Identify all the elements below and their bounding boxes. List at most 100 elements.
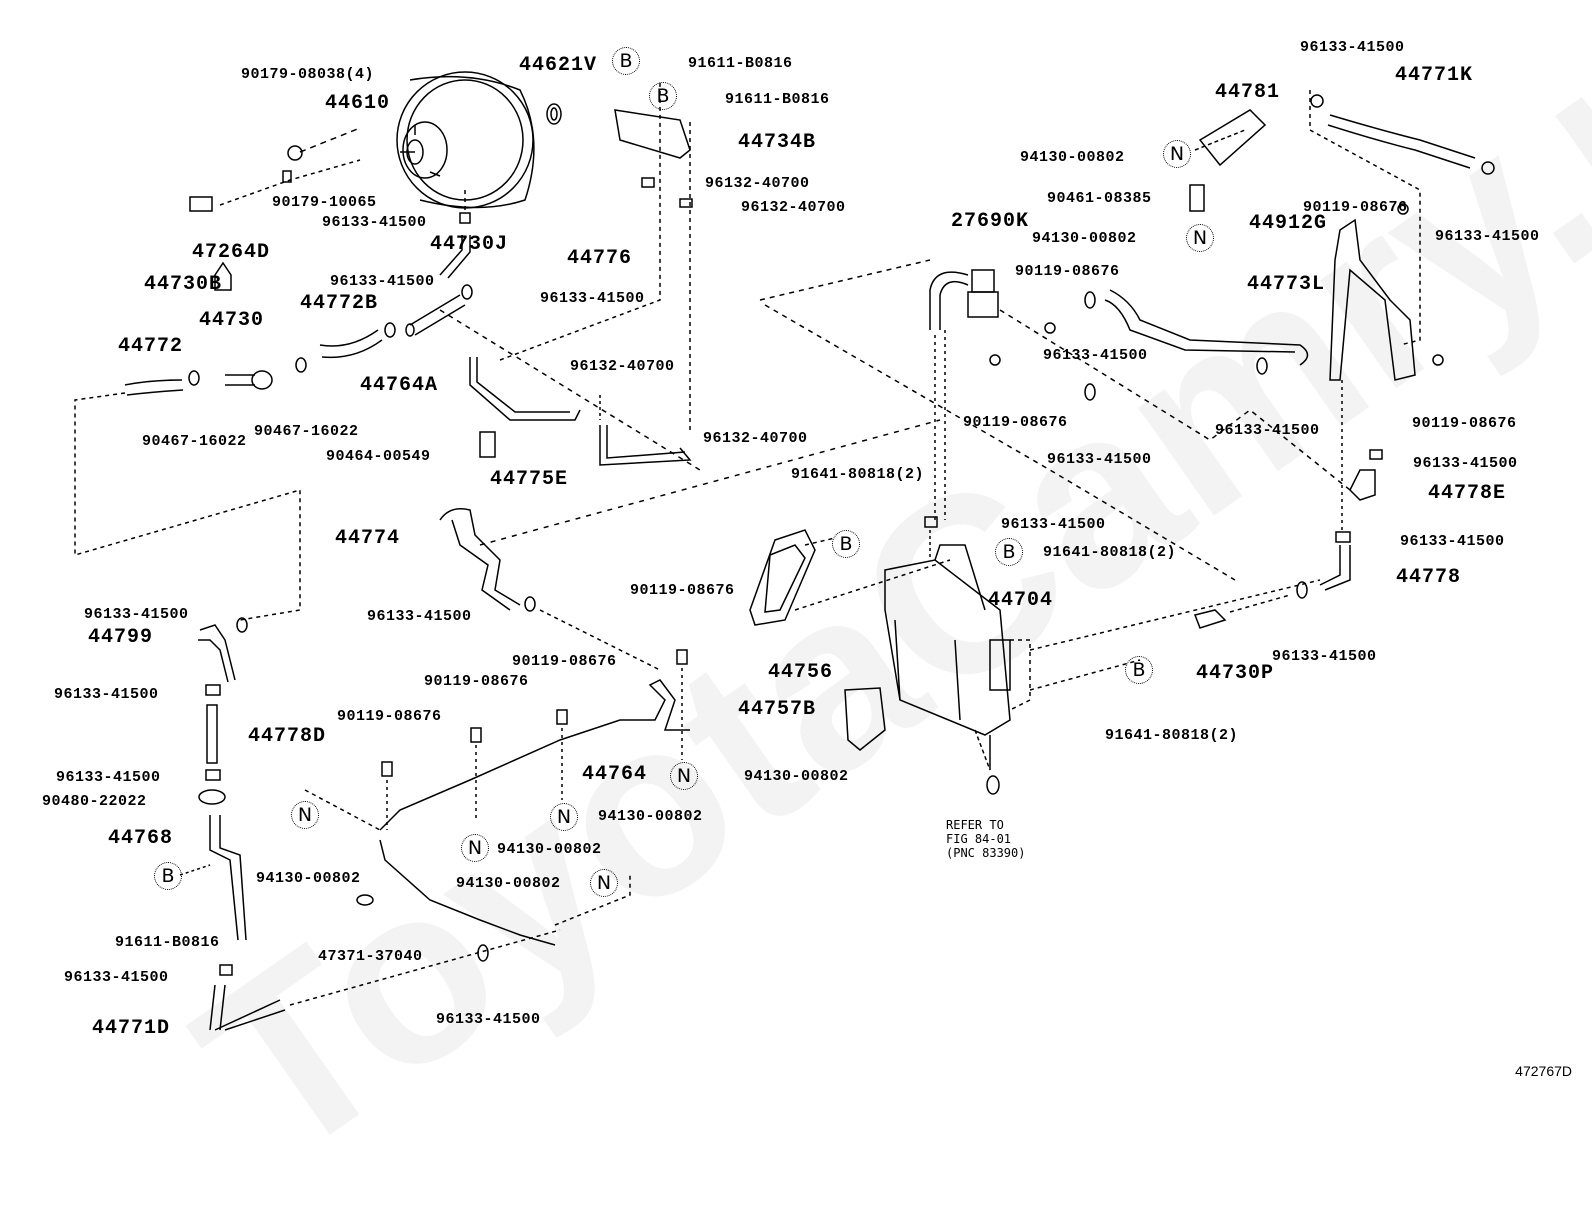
- part-label-96133-41500[interactable]: 96133-41500: [330, 273, 435, 290]
- part-label-91611-B0816[interactable]: 91611-B0816: [725, 91, 830, 108]
- part-label-96133-41500[interactable]: 96133-41500: [436, 1011, 541, 1028]
- brake-booster-part: [396, 71, 535, 209]
- part-label-90179-08038[interactable]: 90179-08038(4): [241, 66, 375, 83]
- part-label-96132-40700[interactable]: 96132-40700: [741, 199, 846, 216]
- part-label-91641-80818[interactable]: 91641-80818(2): [1105, 727, 1239, 744]
- part-label-44756[interactable]: 44756: [768, 661, 834, 684]
- part-label-96132-40700[interactable]: 96132-40700: [570, 358, 675, 375]
- part-label-44621V[interactable]: 44621V: [519, 54, 598, 77]
- part-label-44771D[interactable]: 44771D: [92, 1017, 171, 1040]
- part-label-91611-B0816[interactable]: 91611-B0816: [115, 934, 220, 951]
- part-label-90119-08676[interactable]: 90119-08676: [963, 414, 1068, 431]
- part-label-44764A[interactable]: 44764A: [360, 374, 439, 397]
- callout-B: B: [995, 538, 1023, 566]
- part-label-44730P[interactable]: 44730P: [1196, 662, 1275, 685]
- callout-N: N: [461, 834, 489, 862]
- part-label-90119-08676[interactable]: 90119-08676: [337, 708, 442, 725]
- part-label-44776[interactable]: 44776: [567, 247, 633, 270]
- bracket-part: [614, 109, 691, 159]
- part-label-44610[interactable]: 44610: [325, 92, 391, 115]
- part-label-96133-41500[interactable]: 96133-41500: [367, 608, 472, 625]
- part-label-94130-00802[interactable]: 94130-00802: [256, 870, 361, 887]
- part-label-47264D[interactable]: 47264D: [192, 241, 271, 264]
- callout-N: N: [1163, 140, 1191, 168]
- callout-B: B: [154, 862, 182, 890]
- part-label-96133-41500[interactable]: 96133-41500: [1043, 347, 1148, 364]
- part-label-44771K[interactable]: 44771K: [1395, 64, 1474, 87]
- part-label-90467-16022[interactable]: 90467-16022: [254, 423, 359, 440]
- part-label-44730B[interactable]: 44730B: [144, 273, 223, 296]
- callout-B: B: [832, 530, 860, 558]
- callout-N: N: [550, 803, 578, 831]
- reference-note-line1: REFER TO: [946, 818, 1004, 832]
- part-label-96132-40700[interactable]: 96132-40700: [705, 175, 810, 192]
- part-label-96133-41500[interactable]: 96133-41500: [540, 290, 645, 307]
- part-label-90119-08676[interactable]: 90119-08676: [424, 673, 529, 690]
- part-label-44730[interactable]: 44730: [199, 309, 265, 332]
- part-label-90119-08676[interactable]: 90119-08676: [1303, 199, 1408, 216]
- part-label-47371-37040[interactable]: 47371-37040: [318, 948, 423, 965]
- bolts: [381, 649, 688, 777]
- part-label-96132-40700[interactable]: 96132-40700: [703, 430, 808, 447]
- callout-N: N: [1186, 224, 1214, 252]
- part-label-90119-08676[interactable]: 90119-08676: [512, 653, 617, 670]
- part-label-91611-B0816[interactable]: 91611-B0816: [688, 55, 793, 72]
- part-label-44768[interactable]: 44768: [108, 827, 174, 850]
- part-label-44778D[interactable]: 44778D: [248, 725, 327, 748]
- part-label-96133-41500[interactable]: 96133-41500: [84, 606, 189, 623]
- part-label-96133-41500[interactable]: 96133-41500: [1400, 533, 1505, 550]
- callout-N: N: [590, 869, 618, 897]
- part-label-94130-00802[interactable]: 94130-00802: [456, 875, 561, 892]
- figure-id: 472767D: [1515, 1063, 1572, 1079]
- part-label-44730J[interactable]: 44730J: [430, 233, 509, 256]
- part-label-90119-08676[interactable]: 90119-08676: [1015, 263, 1120, 280]
- part-label-44774[interactable]: 44774: [335, 527, 401, 550]
- part-label-90480-22022[interactable]: 90480-22022: [42, 793, 147, 810]
- part-label-44773L[interactable]: 44773L: [1247, 273, 1326, 296]
- part-label-44734B[interactable]: 44734B: [738, 131, 817, 154]
- part-label-90461-08385[interactable]: 90461-08385: [1047, 190, 1152, 207]
- part-label-44772[interactable]: 44772: [118, 335, 184, 358]
- part-label-44764[interactable]: 44764: [582, 763, 648, 786]
- part-label-90467-16022[interactable]: 90467-16022: [142, 433, 247, 450]
- part-label-96133-41500[interactable]: 96133-41500: [1300, 39, 1405, 56]
- part-label-44778[interactable]: 44778: [1396, 566, 1462, 589]
- part-label-27690K[interactable]: 27690K: [951, 210, 1030, 233]
- parts-diagram-drawing: [74, 71, 1495, 1031]
- part-label-96133-41500[interactable]: 96133-41500: [64, 969, 169, 986]
- part-label-91641-80818[interactable]: 91641-80818(2): [1043, 544, 1177, 561]
- part-label-94130-00802[interactable]: 94130-00802: [598, 808, 703, 825]
- seal-part: [546, 103, 562, 125]
- part-label-44781[interactable]: 44781: [1215, 81, 1281, 104]
- part-label-90119-08676[interactable]: 90119-08676: [1412, 415, 1517, 432]
- part-label-94130-00802[interactable]: 94130-00802: [1020, 149, 1125, 166]
- part-label-91641-80818[interactable]: 91641-80818(2): [791, 466, 925, 483]
- part-label-44775E[interactable]: 44775E: [490, 468, 569, 491]
- part-label-94130-00802[interactable]: 94130-00802: [1032, 230, 1137, 247]
- part-label-44704[interactable]: 44704: [988, 589, 1054, 612]
- part-label-96133-41500[interactable]: 96133-41500: [1215, 422, 1320, 439]
- part-label-96133-41500[interactable]: 96133-41500: [56, 769, 161, 786]
- part-label-44912G[interactable]: 44912G: [1249, 212, 1328, 235]
- part-label-94130-00802[interactable]: 94130-00802: [497, 841, 602, 858]
- part-label-96133-41500[interactable]: 96133-41500: [1047, 451, 1152, 468]
- part-label-96133-41500[interactable]: 96133-41500: [1413, 455, 1518, 472]
- part-label-96133-41500[interactable]: 96133-41500: [1001, 516, 1106, 533]
- part-label-96133-41500[interactable]: 96133-41500: [54, 686, 159, 703]
- part-label-96133-41500[interactable]: 96133-41500: [322, 214, 427, 231]
- part-label-90119-08676[interactable]: 90119-08676: [630, 582, 735, 599]
- callout-B: B: [1125, 656, 1153, 684]
- part-label-44772B[interactable]: 44772B: [300, 292, 379, 315]
- part-label-90179-10065[interactable]: 90179-10065: [272, 194, 377, 211]
- part-label-44757B[interactable]: 44757B: [738, 698, 817, 721]
- reference-note-line3: (PNC 83390): [946, 846, 1026, 860]
- part-label-94130-00802[interactable]: 94130-00802: [744, 768, 849, 785]
- part-label-44778E[interactable]: 44778E: [1428, 482, 1507, 505]
- callout-N: N: [291, 801, 319, 829]
- part-label-96133-41500[interactable]: 96133-41500: [1272, 648, 1377, 665]
- reference-note-line2: FIG 84-01: [946, 832, 1012, 846]
- part-label-90464-00549[interactable]: 90464-00549: [326, 448, 431, 465]
- part-label-44799[interactable]: 44799: [88, 626, 154, 649]
- part-label-96133-41500[interactable]: 96133-41500: [1435, 228, 1540, 245]
- callout-B: B: [612, 47, 640, 75]
